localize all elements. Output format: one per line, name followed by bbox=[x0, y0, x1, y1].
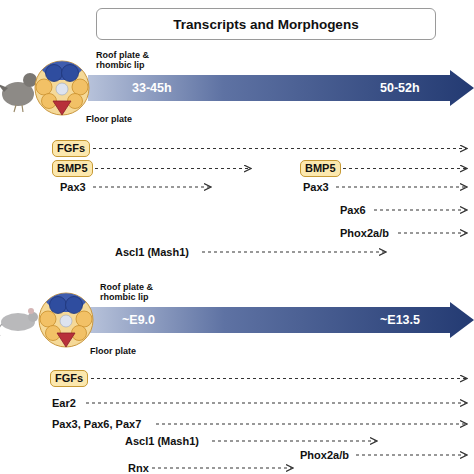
stage-label: ~E9.0 bbox=[122, 313, 155, 327]
morphogen-box: FGFs bbox=[52, 140, 90, 157]
morphogen-name: BMP5 bbox=[305, 162, 336, 174]
gene-label: Ear2 bbox=[52, 396, 76, 410]
diagram-title: Transcripts and Morphogens bbox=[173, 17, 358, 32]
mouse-illustration bbox=[0, 308, 38, 336]
anatomy-label: Floor plate bbox=[90, 346, 136, 356]
chick-leg bbox=[14, 105, 16, 112]
neural-tube-section bbox=[35, 61, 89, 115]
gene-label: Pax3 bbox=[60, 180, 86, 194]
dashed-arrow bbox=[95, 168, 250, 169]
dashed-arrow bbox=[202, 251, 385, 252]
stage-label: 50-52h bbox=[380, 81, 420, 95]
dashed-arrow bbox=[398, 232, 466, 233]
morphogen-box: BMP5 bbox=[300, 160, 341, 177]
mouse-ear bbox=[28, 308, 34, 314]
dashed-arrow bbox=[156, 423, 466, 424]
mouse-tail bbox=[0, 324, 2, 336]
chick-illustration bbox=[0, 73, 42, 112]
morphogen-name: FGFs bbox=[57, 142, 85, 154]
title-box: Transcripts and Morphogens bbox=[96, 8, 436, 40]
arrow-body bbox=[90, 302, 474, 338]
morphogen-name: FGFs bbox=[55, 372, 83, 384]
dashed-arrow bbox=[212, 440, 376, 441]
gene-label: Pax3, Pax6, Pax7 bbox=[52, 417, 141, 431]
gene-label: Ascl1 (Mash1) bbox=[125, 434, 199, 448]
gene-label: Pax3 bbox=[303, 180, 329, 194]
dashed-arrow bbox=[91, 378, 466, 379]
mouse-head bbox=[28, 312, 38, 322]
morphogen-name: BMP5 bbox=[57, 162, 88, 174]
gene-label: Phox2a/b bbox=[300, 448, 349, 462]
chick-beak bbox=[36, 79, 42, 83]
gene-label: Pax6 bbox=[340, 203, 366, 217]
anatomy-label: Roof plate & rhombic lip bbox=[96, 50, 174, 70]
timeline-arrow: ~E9.0 ~E13.5 bbox=[90, 302, 474, 338]
stage-label: 33-45h bbox=[132, 81, 172, 95]
timeline-arrow: 33-45h 50-52h bbox=[88, 70, 474, 106]
mouse-body bbox=[1, 313, 35, 331]
anatomy-label: Floor plate bbox=[86, 114, 132, 124]
dashed-arrow bbox=[374, 209, 466, 210]
chick-body bbox=[2, 82, 34, 106]
dashed-arrow bbox=[336, 186, 466, 187]
stage-label: ~E13.5 bbox=[380, 313, 420, 327]
dashed-arrow bbox=[86, 402, 466, 403]
anatomy-label: Roof plate & rhombic lip bbox=[100, 282, 178, 302]
dashed-arrow bbox=[356, 454, 466, 455]
gene-label: Ascl1 (Mash1) bbox=[115, 245, 189, 259]
gene-label: Phox2a/b bbox=[340, 226, 389, 240]
dashed-arrow bbox=[93, 148, 466, 149]
arrow-body bbox=[88, 70, 474, 106]
chick-head bbox=[23, 73, 37, 87]
dashed-arrow bbox=[343, 168, 466, 169]
dashed-arrow bbox=[152, 467, 292, 468]
chick-tail bbox=[0, 84, 8, 92]
gene-label: Rnx bbox=[128, 461, 149, 474]
morphogen-box: FGFs bbox=[50, 370, 88, 387]
chick-leg bbox=[22, 105, 23, 112]
dashed-arrow bbox=[93, 186, 210, 187]
neural-tube-section bbox=[39, 293, 93, 347]
morphogen-box: BMP5 bbox=[52, 160, 93, 177]
